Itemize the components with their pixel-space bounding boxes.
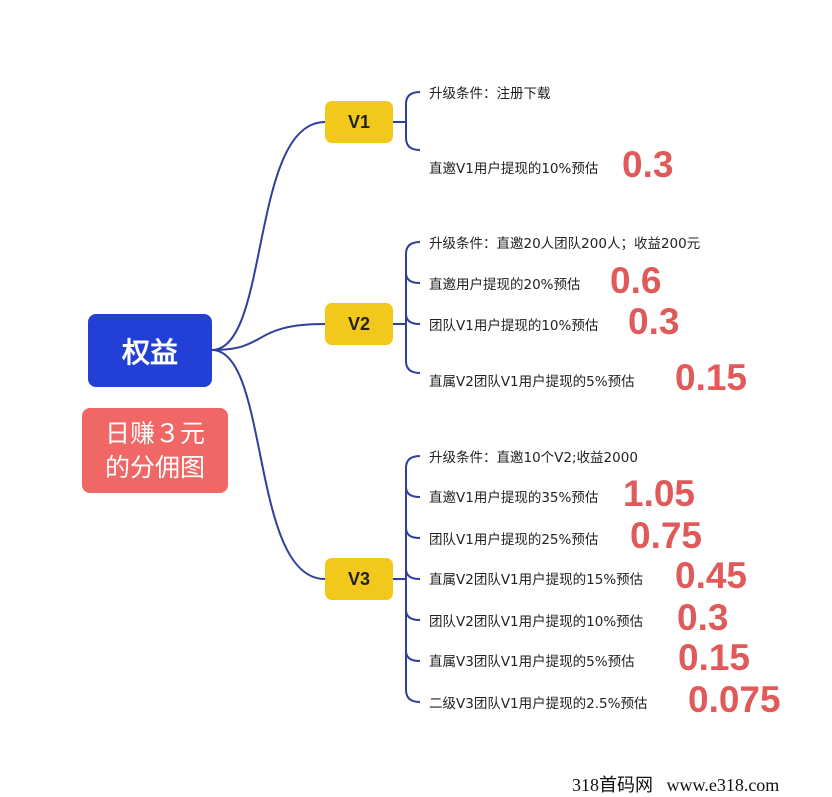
commission-value: 0.3 [677,597,729,638]
commission-value: 0.3 [622,144,674,185]
watermark: 318首码网 www.e318.com [572,775,780,795]
commission-item: 直邀V1用户提现的10%预估 [429,161,599,177]
bracket-tick [405,609,421,621]
commission-item: 团队V1用户提现的25%预估 [429,532,599,548]
commission-item: 二级V3团队V1用户提现的2.5%预估 [429,696,648,712]
note-line-2: 的分佣图 [104,452,205,482]
commission-value: 0.15 [675,357,748,398]
commission-item: 直属V3团队V1用户提现的5%预估 [429,654,635,670]
upgrade-condition: 升级条件：注册下载 [429,86,551,102]
root-to-v2-line [211,323,326,351]
root-node: 权益 [88,314,212,387]
level-node-v3: V3 [325,558,393,600]
commission-value: 0.3 [628,301,680,342]
bracket-tick [405,272,421,284]
bracket-tick [405,313,421,325]
commission-value: 1.05 [623,473,696,514]
upgrade-condition: 升级条件：直邀20人团队200人；收益200元 [429,236,701,252]
bracket-line [405,455,421,703]
level-node-v1: V1 [325,101,393,143]
root-label: 权益 [121,335,178,369]
commission-value: 0.15 [678,637,751,678]
commission-value: 0.75 [630,515,703,556]
bracket-tick [405,527,421,539]
bracket-line [405,241,421,374]
bracket-tick [405,650,421,662]
title-note: 日赚３元 的分佣图 [82,408,228,493]
commission-value: 0.45 [675,555,748,596]
bracket-tick [405,486,421,498]
commission-item: 直邀V1用户提现的35%预估 [429,490,599,506]
upgrade-condition: 升级条件：直邀10个V2;收益2000 [429,450,638,466]
bracket-tick [405,568,421,580]
commission-item: 直邀用户提现的20%预估 [429,277,581,293]
commission-value: 0.075 [688,679,781,720]
root-to-v1-line [211,121,326,351]
root-to-v3-line [211,349,326,580]
note-line-1: 日赚３元 [104,418,205,448]
level-node-v2: V2 [325,303,393,345]
commission-item: 团队V2团队V1用户提现的10%预估 [429,614,644,630]
bracket-line [405,91,421,151]
commission-value: 0.6 [610,260,662,301]
commission-item: 直属V2团队V1用户提现的15%预估 [429,572,644,588]
commission-item: 直属V2团队V1用户提现的5%预估 [429,374,635,390]
commission-item: 团队V1用户提现的10%预估 [429,318,599,334]
